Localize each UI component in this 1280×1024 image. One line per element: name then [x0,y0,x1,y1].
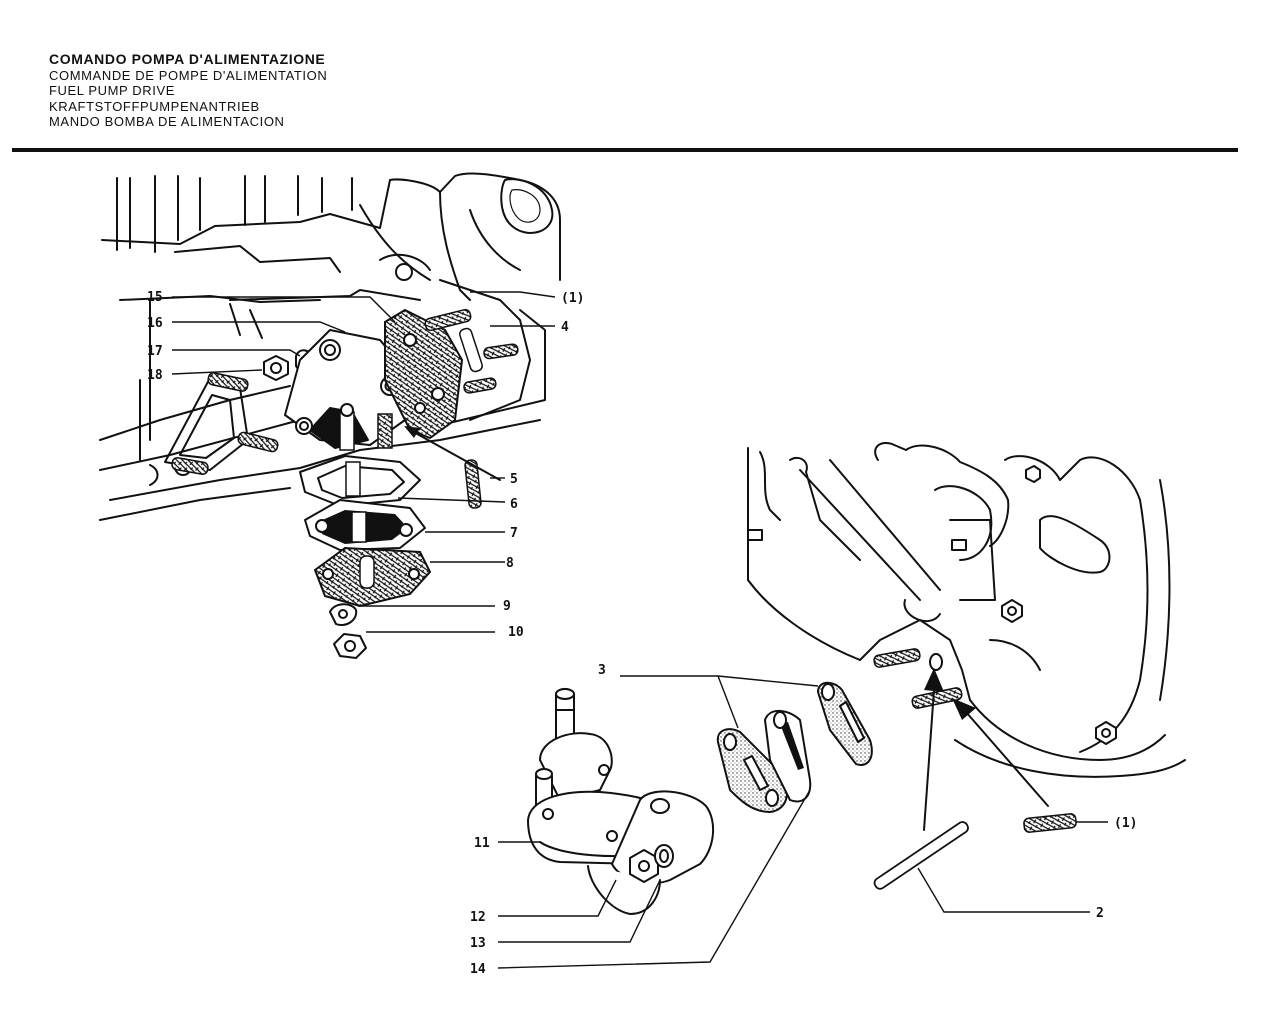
label-14: 14 [470,962,486,977]
fuel-pump-11 [527,688,715,915]
gasket-8 [313,546,432,608]
engine-block-lower [99,279,546,521]
stud-18 [207,372,249,392]
title-french: COMMANDE DE POMPE D'ALIMENTATION [49,67,328,83]
nut-10 [333,633,367,659]
label-15: 15 [147,290,163,305]
label-16: 16 [147,316,163,331]
label-13: 13 [470,936,486,951]
label-3: 3 [598,663,606,678]
label-5: 5 [510,472,518,487]
spacer-14 [764,710,812,803]
label-10: 10 [508,625,524,640]
label-12: 12 [470,910,486,925]
engine-block-right [747,442,1186,778]
washer-9 [329,603,358,626]
pump-support-16 [284,329,406,451]
label-9: 9 [503,599,511,614]
label-1-lower: (1) [1114,816,1137,831]
title-german: KRAFTSTOFFPUMPENANTRIEB [49,98,260,114]
leader-lines-left [171,291,556,633]
stud-1-lower [1023,813,1077,833]
stud-5 [464,459,482,509]
leader-lines-right [497,675,1108,969]
label-17: 17 [147,344,163,359]
label-7: 7 [510,526,518,541]
insulator-7 [304,499,426,551]
label-1-upper: (1) [561,291,584,306]
title-english: FUEL PUMP DRIVE [49,83,176,98]
rod-4 [459,327,483,373]
gasket-3-outer [716,728,789,814]
gasket-15 [384,308,464,440]
label-2: 2 [1096,906,1104,921]
header-rule [12,148,1238,152]
label-8: 8 [506,556,514,571]
spacer-6 [299,455,421,507]
pushrod-2 [873,821,969,890]
label-18: 18 [147,368,163,383]
bracket-assembly [164,372,279,476]
title-spanish: MANDO BOMBA DE ALIMENTACION [49,114,285,129]
stud-1-upper [424,308,472,332]
label-4: 4 [561,320,569,335]
label-6: 6 [510,497,518,512]
gasket-3-inner [816,681,873,766]
label-11: 11 [474,836,490,851]
title-italian: COMANDO POMPA D'ALIMENTAZIONE [49,51,326,67]
nut-18 [263,355,289,381]
engine-block-upper [101,172,561,339]
title-block: COMANDO POMPA D'ALIMENTAZIONE COMMANDE D… [49,51,328,130]
